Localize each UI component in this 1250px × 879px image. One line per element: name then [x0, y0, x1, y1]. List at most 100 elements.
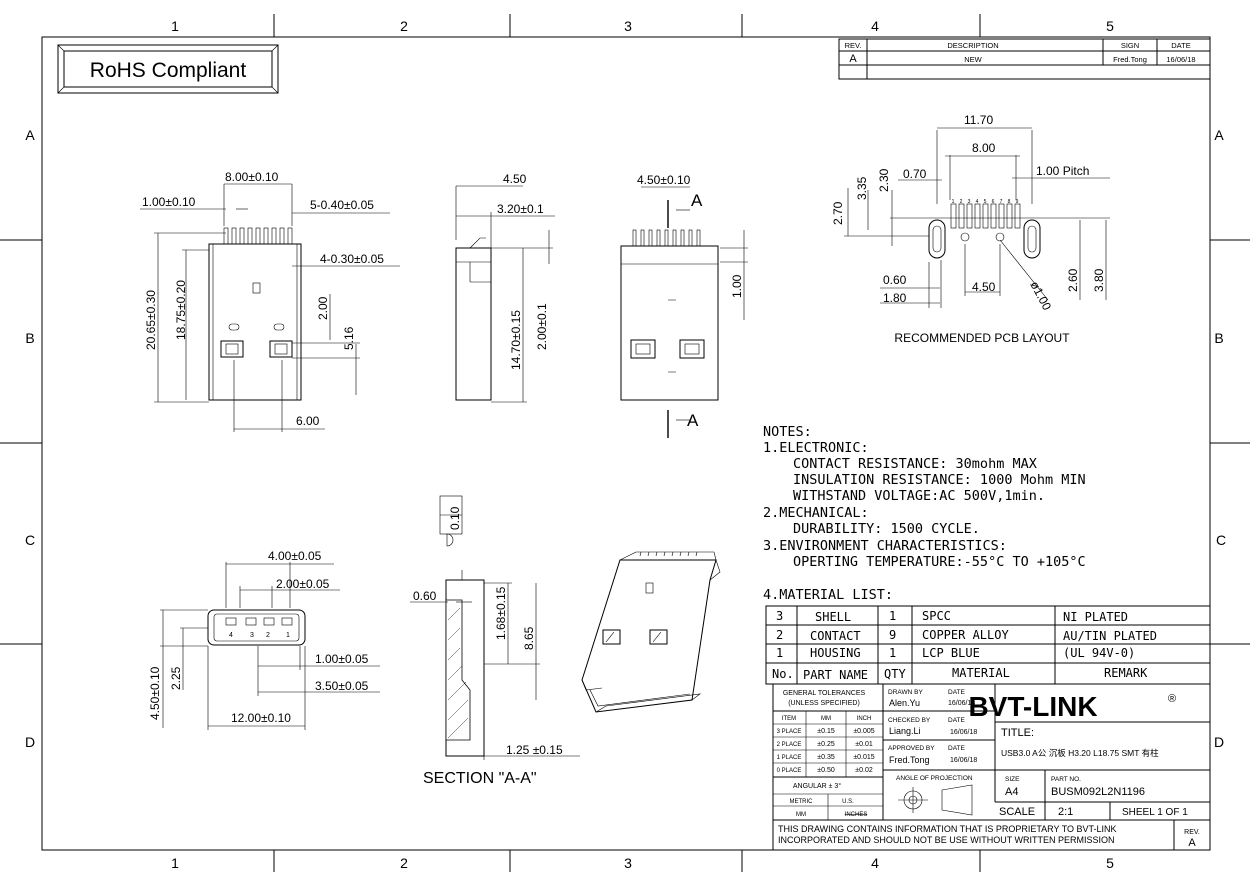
- row-letter: A: [1214, 127, 1224, 143]
- dim-label: 2.70: [831, 201, 845, 225]
- rev-sign: Fred.Tong: [1113, 55, 1147, 64]
- sheet-size: A4: [1005, 786, 1018, 798]
- pin-number: 2: [960, 199, 963, 205]
- material-header: REMARK: [1104, 666, 1148, 680]
- dim-label: 0.70: [903, 167, 927, 181]
- part-no-label: PART NO.: [1051, 776, 1081, 783]
- material-cell: (UL 94V-0): [1063, 646, 1135, 660]
- note-line: 1.ELECTRONIC:: [763, 440, 869, 456]
- bottom-view: 4.50±0.10 1.00 A A: [620, 173, 748, 438]
- note-line: OPERTING TEMPERATURE:-55°C TO +105°C: [793, 554, 1086, 570]
- tol-cell: ±0.01: [855, 741, 873, 748]
- material-cell: 1: [889, 609, 896, 623]
- dim-label: 2.00: [316, 296, 330, 320]
- dim-label: 8.00: [972, 141, 996, 155]
- col-number: 1: [171, 855, 179, 871]
- pin-number: 9: [1016, 199, 1019, 205]
- notes-heading: NOTES:: [763, 424, 812, 440]
- part-number: BUSM092L2N1196: [1051, 786, 1145, 798]
- pin-number: 4: [976, 199, 979, 205]
- col-number: 5: [1106, 855, 1114, 871]
- col-number: 2: [400, 855, 408, 871]
- material-header: MATERIAL: [952, 666, 1010, 680]
- material-cell: SPCC: [922, 609, 951, 623]
- dim-label: 4.50: [503, 172, 527, 186]
- material-header: No.: [772, 667, 794, 681]
- scale-label: SCALE: [999, 806, 1035, 818]
- dim-label: 4.00±0.05: [268, 549, 322, 563]
- material-header: QTY: [884, 667, 906, 681]
- col-number: 1: [171, 18, 179, 34]
- date-value: 16/06/18: [950, 757, 977, 764]
- date-label: DATE: [948, 717, 966, 724]
- top-view: 8.00±0.10 1.00±0.10 5-0.40±0.05 4-0.30±0…: [140, 170, 400, 432]
- dim-label: 8.00±0.10: [225, 170, 279, 184]
- note-line: DURABILITY: 1500 CYCLE.: [793, 521, 980, 537]
- approved-by: Fred.Tong: [889, 755, 930, 765]
- us-label: U.S.: [842, 799, 854, 805]
- drawn-by-label: DRAWN BY: [888, 689, 923, 696]
- title-block: GENERAL TOLERANCES (UNLESS SPECIFIED) IT…: [772, 683, 1211, 851]
- section-view: 0.10 0.60 1.68±0.15 8.65 1.25 ±0.15 SECT…: [410, 495, 580, 787]
- dim-label: 4.50±0.10: [148, 666, 162, 720]
- dim-label: 2.60: [1066, 268, 1080, 292]
- dim-label: 1.25 ±0.15: [506, 743, 563, 757]
- proprietary-notice: INCORPORATED AND SHOULD NOT BE USE WITHO…: [778, 835, 1115, 845]
- tol-cell: 1 PLACE: [777, 755, 802, 761]
- rev-header: DESCRIPTION: [947, 41, 998, 50]
- tol-cell: 2 PLACE: [777, 742, 802, 748]
- checked-by-label: CHECKED BY: [888, 717, 931, 724]
- tol-cell: ±0.005: [853, 728, 874, 735]
- note-line: WITHSTAND VOLTAGE:AC 500V,1min.: [793, 488, 1045, 504]
- title-label: TITLE:: [1001, 727, 1034, 739]
- dim-label: 0.60: [883, 273, 907, 287]
- note-line: 2.MECHANICAL:: [763, 505, 869, 521]
- dim-label: 14.70±0.15: [509, 310, 523, 370]
- date-value: 16/06/18: [950, 729, 977, 736]
- row-letter: D: [25, 734, 35, 750]
- tol-cell: 0 PLACE: [777, 768, 802, 774]
- inches-label: INCHES: [845, 812, 868, 818]
- note-line: CONTACT RESISTANCE: 30mohm MAX: [793, 456, 1037, 472]
- pin-label: 2: [266, 632, 270, 639]
- isometric-view: [581, 551, 721, 713]
- dim-label: 20.65±0.30: [144, 290, 158, 350]
- rohs-label: RoHS Compliant: [90, 59, 247, 82]
- angular-tolerance: ANGULAR ± 3°: [793, 782, 841, 790]
- frame-column-numbers: 1 2 3 4 5 1 2 3 4 5: [171, 18, 1114, 871]
- pin-number: 8: [1008, 199, 1011, 205]
- material-cell: HOUSING: [810, 646, 861, 660]
- col-number: 3: [624, 855, 632, 871]
- section-mark: A: [687, 411, 699, 430]
- size-label: SIZE: [1005, 776, 1020, 783]
- row-letter: C: [1216, 532, 1226, 548]
- rev-value: A: [1188, 837, 1196, 849]
- scale-value: 2:1: [1058, 806, 1073, 818]
- col-number: 4: [871, 18, 879, 34]
- rev-value: A: [849, 53, 857, 65]
- sheet-count: SHEEL 1 OF 1: [1122, 807, 1188, 818]
- pcb-layout: 11.70 8.00 0.70 1.00 Pitch 3.35 2.30 2.7…: [831, 113, 1110, 345]
- dim-label: 18.75±0.20: [174, 280, 188, 340]
- dim-label: 1.00 Pitch: [1036, 164, 1089, 178]
- dim-label: 1.68±0.15: [494, 586, 508, 640]
- col-number: 5: [1106, 18, 1114, 34]
- approved-by-label: APPROVED BY: [888, 745, 935, 752]
- pin-label: 1: [286, 632, 290, 639]
- general-tolerances: GENERAL TOLERANCES: [783, 690, 866, 697]
- metric-label: METRIC: [790, 799, 814, 805]
- dim-label: 3.35: [855, 176, 869, 200]
- pin-number: 1: [952, 199, 955, 205]
- pcb-title: RECOMMENDED PCB LAYOUT: [894, 331, 1070, 345]
- checked-by: Liang.Li: [889, 726, 921, 736]
- col-number: 2: [400, 18, 408, 34]
- row-letter: A: [25, 127, 35, 143]
- dim-label: 3.80: [1092, 268, 1106, 292]
- tol-header: ITEM: [782, 716, 796, 722]
- dim-label: 11.70: [964, 113, 993, 127]
- company-name: BVT-LINK: [968, 691, 1097, 722]
- pin-number: 6: [992, 199, 995, 205]
- row-letter: C: [25, 532, 35, 548]
- dim-label: 2.00±0.05: [276, 577, 330, 591]
- dim-label: 1.80: [883, 291, 907, 305]
